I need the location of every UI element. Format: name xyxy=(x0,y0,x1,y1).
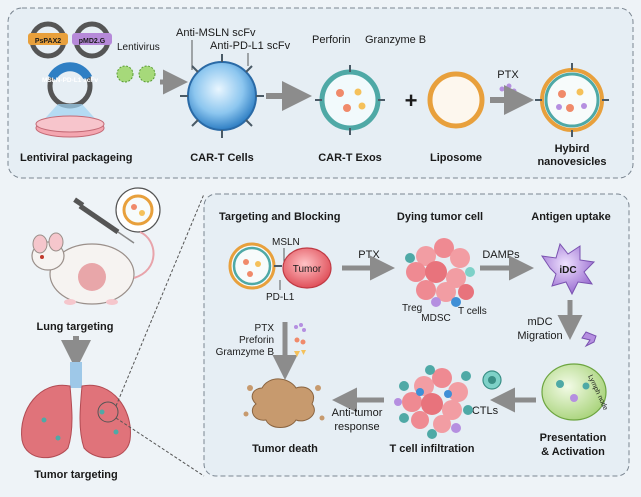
hybrid-nanovesicle xyxy=(535,63,609,137)
label-mdsc: MDSC xyxy=(421,313,450,324)
plasmid-pmd2g-label: pMD2.G xyxy=(79,38,106,45)
caption-lung-targeting: Lung targeting xyxy=(37,321,114,333)
label-lentivirus: Lentivirus xyxy=(117,42,160,53)
syringe-icon xyxy=(73,197,135,244)
zoom-line-top xyxy=(115,193,205,407)
culture-dish xyxy=(35,104,105,138)
liposome xyxy=(427,71,485,129)
nanovesicle-inset xyxy=(115,187,161,233)
lentivirus-particles xyxy=(116,65,156,83)
label-migration: Migration xyxy=(517,330,562,342)
caption-hybrid-2: nanovesicles xyxy=(537,156,606,168)
caption-cart-exos: CAR-T Exos xyxy=(318,152,382,164)
label-response: response xyxy=(334,421,379,433)
label-ptx-top: PTX xyxy=(497,69,519,81)
plasmid-pspax2: PsPAX2 xyxy=(28,21,68,59)
label-anti-pdl1: Anti-PD-L1 scFv xyxy=(210,40,291,52)
caption-cart-cells: CAR-T Cells xyxy=(190,152,254,164)
title-tumor-death: Tumor death xyxy=(252,443,318,455)
label-presentation: Presentation xyxy=(540,432,607,444)
title-antigen-uptake: Antigen uptake xyxy=(531,211,610,223)
zoom-line-bottom xyxy=(115,417,205,477)
label-idc: iDC xyxy=(559,265,576,276)
cart-cell xyxy=(180,54,264,138)
label-ptx-arrow: PTX xyxy=(358,249,380,261)
label-anti-tumor: Anti-tumor xyxy=(332,407,383,419)
label-mdc: mDC xyxy=(527,316,552,328)
tumor-death-debris xyxy=(243,378,325,428)
label-anti-msln: Anti-MSLN scFv xyxy=(176,27,256,39)
legend-preforin: Preforin xyxy=(239,335,274,346)
label-ctls: CTLs xyxy=(472,405,499,417)
title-dying-tumor: Dying tumor cell xyxy=(397,211,483,223)
label-treg: Treg xyxy=(402,303,422,314)
label-damps: DAMPs xyxy=(482,249,520,261)
caption-lentiviral: Lentiviral packageing xyxy=(20,152,132,164)
cart-exo xyxy=(315,65,385,135)
lymph-node-icon xyxy=(541,363,607,421)
legend-granzyme-icon xyxy=(294,350,306,357)
caption-tumor-targeting: Tumor targeting xyxy=(34,469,118,481)
dying-tumor-cluster xyxy=(405,238,475,307)
title-tcell-infiltration: T cell infiltration xyxy=(390,443,475,455)
legend-granzyme: Gramzyme B xyxy=(216,347,275,358)
tumor-cell xyxy=(282,247,332,289)
label-granzyme: Granzyme B xyxy=(365,34,426,46)
label-tcells: T cells xyxy=(458,306,487,317)
plus-sign: + xyxy=(405,88,418,113)
ctl-cell xyxy=(482,370,502,390)
lung-icon xyxy=(21,362,131,459)
legend-ptx-icon xyxy=(294,323,306,332)
label-pdl1: PD-L1 xyxy=(266,292,295,303)
nanovesicle-binding xyxy=(228,242,282,290)
plasmid-pspax2-label: PsPAX2 xyxy=(35,38,61,45)
label-activation: & Activation xyxy=(541,446,605,458)
legend-preforin-icon xyxy=(294,337,306,345)
label-perforin: Perforin xyxy=(312,34,351,46)
label-tumor: Tumor xyxy=(293,264,322,275)
legend-ptx: PTX xyxy=(255,323,275,334)
caption-liposome: Liposome xyxy=(430,152,482,164)
mdc-small-icon xyxy=(581,331,597,348)
plasmid-pmd2g: pMD2.G xyxy=(72,21,112,59)
label-msln: MSLN xyxy=(272,237,300,248)
caption-hybrid-1: Hybird xyxy=(555,143,590,155)
idc-cell xyxy=(540,242,596,296)
mouse-icon xyxy=(31,231,155,305)
plasmid-construct-label: MSLN-PD-L1 scFv xyxy=(42,77,98,84)
title-targeting-blocking: Targeting and Blocking xyxy=(219,211,340,223)
tcell-infiltration-cluster xyxy=(394,365,473,439)
